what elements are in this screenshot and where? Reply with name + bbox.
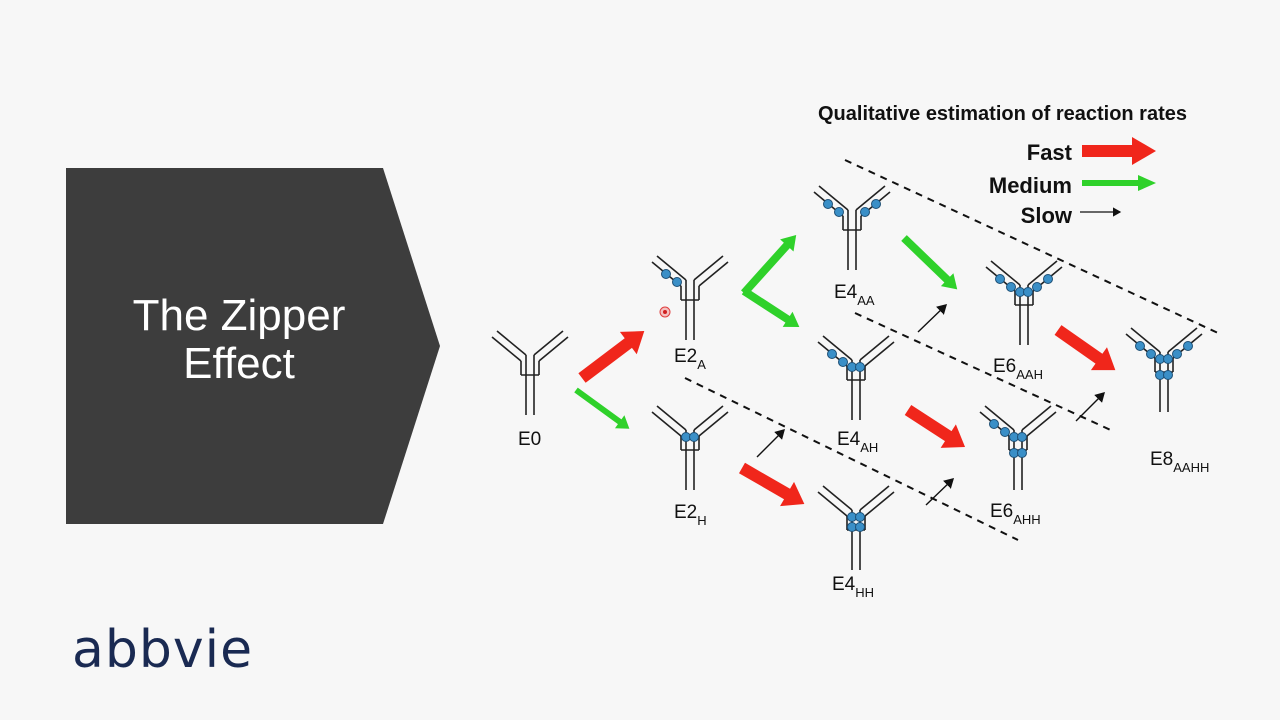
arrow-e0-e2a-fast — [578, 331, 645, 383]
label-e4hh-sub: HH — [855, 585, 874, 600]
antibody-e6aah-icon — [985, 260, 1063, 346]
label-e6ahh-main: E6 — [990, 501, 1013, 522]
dashed-line-middle — [854, 312, 1116, 433]
abbvie-logo: abbvie — [72, 620, 254, 680]
dashed-separators — [684, 159, 1219, 541]
label-e4hh-main: E4 — [832, 574, 856, 595]
legend-medium-label: Medium — [989, 173, 1072, 198]
dashed-line-bottom — [684, 377, 1019, 541]
arrow-e6aah-e8-fast — [1054, 325, 1116, 371]
label-e8aahh-sub: AAHH — [1173, 460, 1209, 475]
label-e4aa-sub: AA — [857, 293, 875, 308]
label-e2a-sub: A — [697, 357, 706, 372]
label-e4ah-main: E4 — [837, 429, 861, 450]
arrow-e2a-e4ah-medium — [741, 287, 800, 327]
antibody-e4hh-icon — [817, 485, 895, 571]
title-line-1: The Zipper — [132, 291, 346, 340]
label-e6aah: E6AAH — [993, 356, 1043, 382]
antibody-e4ah-icon — [817, 335, 895, 421]
label-e0-main: E0 — [518, 429, 541, 450]
label-e8aahh: E8AAHH — [1150, 449, 1209, 475]
antibody-e0-icon — [491, 330, 569, 416]
label-e2h-sub: H — [697, 513, 706, 528]
legend-slow-label: Slow — [1021, 203, 1073, 228]
antibody-e2a-icon — [651, 255, 729, 341]
label-e2a: E2A — [674, 346, 706, 372]
label-e0: E0 — [518, 429, 541, 450]
legend: Qualitative estimation of reaction rates… — [818, 103, 1187, 228]
dashed-line-top — [844, 159, 1219, 334]
arrow-e2h-e4ah-slow — [756, 429, 785, 458]
label-e2h-main: E2 — [674, 502, 697, 523]
label-e4ah: E4AH — [837, 429, 878, 455]
label-e8aahh-main: E8 — [1150, 449, 1173, 470]
reaction-arrows — [574, 235, 1116, 507]
slide-title: The Zipper Effect — [66, 292, 412, 388]
label-e4aa-main: E4 — [834, 282, 858, 303]
antibody-e8aahh-icon — [1125, 327, 1203, 413]
title-line-2: Effect — [183, 339, 295, 388]
label-e6aah-main: E6 — [993, 356, 1016, 377]
arrow-e2a-e4aa-medium — [741, 235, 797, 296]
label-e4ah-sub: AH — [860, 440, 878, 455]
arrow-e2h-e4hh-fast — [739, 462, 805, 507]
label-e6aah-sub: AAH — [1016, 367, 1043, 382]
legend-title: Qualitative estimation of reaction rates — [818, 103, 1187, 125]
arrow-e4hh-e6ahh-slow — [925, 478, 955, 506]
label-e4hh: E4HH — [832, 574, 874, 600]
title-panel — [66, 168, 440, 524]
label-e2a-main: E2 — [674, 346, 697, 367]
antibody-e6ahh-icon — [979, 405, 1057, 491]
legend-medium-arrow — [1082, 175, 1156, 191]
legend-fast-label: Fast — [1027, 140, 1073, 165]
label-e6ahh-sub: AHH — [1013, 512, 1040, 527]
antibody-e4aa-icon — [813, 185, 891, 271]
arrow-e6ahh-e8-slow — [1075, 392, 1105, 422]
antibody-e2h-icon — [651, 405, 729, 491]
label-e2h: E2H — [674, 502, 707, 528]
arrow-e4aa-e6aah-medium — [901, 235, 958, 290]
arrow-e4ah-e6aah-slow — [917, 304, 948, 333]
arrow-e4ah-e6ahh-fast — [904, 404, 966, 448]
label-e4aa: E4AA — [834, 282, 875, 308]
pointer-dot-icon — [659, 306, 671, 318]
arrow-e0-e2h-medium — [574, 387, 630, 429]
label-e6ahh: E6AHH — [990, 501, 1041, 527]
legend-fast-arrow — [1082, 137, 1156, 165]
